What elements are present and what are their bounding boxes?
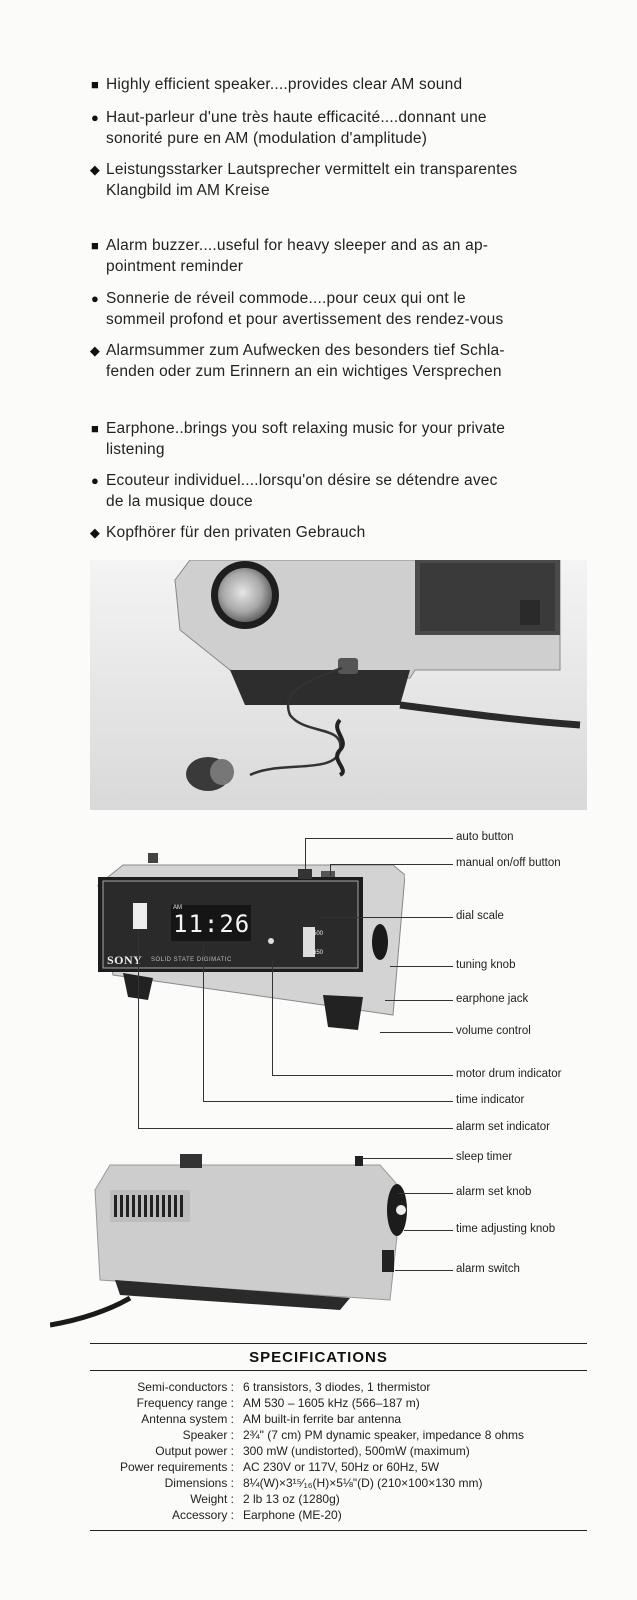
- spec-value: 2¾" (7 cm) PM dynamic speaker, impedance…: [243, 1428, 525, 1442]
- spec-label: Output power :: [155, 1444, 234, 1458]
- callout-time-adjusting-knob: time adjusting knob: [456, 1223, 556, 1235]
- dial-scale-top: 500: [313, 931, 324, 937]
- feature-text: Alarmsummer zum Aufwecken des besonders …: [106, 342, 505, 359]
- square-bullet-icon: ■: [90, 77, 100, 92]
- callout-dial-scale: dial scale: [456, 910, 504, 922]
- spec-label: Weight :: [190, 1492, 234, 1506]
- clock-radio-rear-photo: [50, 1150, 415, 1340]
- spec-value: AC 230V or 117V, 50Hz or 60Hz, 5W: [243, 1460, 440, 1474]
- am-label: AM: [173, 905, 182, 911]
- spec-label: Antenna system :: [141, 1412, 234, 1426]
- spec-bottom-rule: [90, 1530, 587, 1531]
- clock-radio-front-photo: SONY SOLID STATE DIGIMATIC AM 11:26 500 …: [93, 845, 405, 1045]
- clock-radio-rear-illustration: [50, 1150, 415, 1340]
- circle-bullet-icon: ●: [90, 473, 100, 488]
- diamond-bullet-icon: ◆: [89, 343, 101, 358]
- callout-alarm-set-indicator: alarm set indicator: [456, 1121, 550, 1133]
- feature-text: Klangbild im AM Kreise: [106, 182, 270, 199]
- spec-label: Semi-conductors :: [137, 1380, 234, 1394]
- diamond-bullet-icon: ◆: [89, 162, 101, 177]
- callout-auto-button: auto button: [456, 831, 514, 843]
- earphone-photo-illustration: [90, 560, 587, 810]
- spec-value: 300 mW (undistorted), 500mW (maximum): [243, 1444, 470, 1458]
- spec-value: AM built-in ferrite bar antenna: [243, 1412, 402, 1426]
- feature-text: listening: [106, 441, 165, 458]
- spec-title: SPECIFICATIONS: [249, 1349, 388, 1366]
- spec-label: Speaker :: [182, 1428, 234, 1442]
- circle-bullet-icon: ●: [90, 291, 100, 306]
- dial-scale-bottom: 650: [313, 950, 324, 956]
- earphone-photo: [90, 560, 587, 810]
- callout-volume-control: volume control: [456, 1025, 531, 1037]
- model-text: SOLID STATE DIGIMATIC: [151, 957, 232, 963]
- callout-manual-button: manual on/off button: [456, 857, 561, 869]
- circle-bullet-icon: ●: [90, 110, 100, 125]
- time-display: 11:26: [173, 910, 251, 938]
- callout-alarm-switch: alarm switch: [456, 1263, 520, 1275]
- feature-text: Haut-parleur d'une très haute efficacité…: [106, 109, 487, 126]
- callout-alarm-set-knob: alarm set knob: [456, 1186, 532, 1198]
- feature-text: Kopfhörer für den privaten Gebrauch: [106, 524, 366, 541]
- spec-value: 6 transistors, 3 diodes, 1 thermistor: [243, 1380, 431, 1394]
- callout-time-indicator: time indicator: [456, 1094, 525, 1106]
- feature-text: Sonnerie de réveil commode....pour ceux …: [106, 290, 466, 307]
- callout-tuning-knob: tuning knob: [456, 959, 516, 971]
- clock-radio-front-illustration: [93, 845, 405, 1045]
- spec-value: AM 530 – 1605 kHz (566–187 m): [243, 1396, 420, 1410]
- feature-text: Alarm buzzer....useful for heavy sleeper…: [106, 237, 489, 254]
- feature-text: Earphone..brings you soft relaxing music…: [106, 420, 506, 437]
- feature-text: Leistungsstarker Lautsprecher vermittelt…: [106, 161, 518, 178]
- feature-text: Ecouteur individuel....lorsqu'on désire …: [106, 472, 498, 489]
- feature-text: sonorité pure en AM (modulation d'amplit…: [106, 130, 428, 147]
- spec-title-rule: [90, 1370, 587, 1371]
- diamond-bullet-icon: ◆: [89, 525, 101, 540]
- spec-label: Accessory :: [171, 1508, 234, 1522]
- square-bullet-icon: ■: [90, 238, 100, 253]
- square-bullet-icon: ■: [90, 421, 100, 436]
- spec-value: Earphone (ME-20): [243, 1508, 342, 1522]
- feature-text: fenden oder zum Erinnern an ein wichtige…: [106, 363, 502, 380]
- spec-value: 8¼(W)×3¹⁵⁄₁₆(H)×5⅛"(D) (210×100×130 mm): [243, 1476, 483, 1490]
- spec-value: 2 lb 13 oz (1280g): [243, 1492, 340, 1506]
- spec-top-rule: [90, 1343, 587, 1344]
- feature-text: Highly efficient speaker....provides cle…: [106, 76, 463, 93]
- callout-earphone-jack: earphone jack: [456, 993, 529, 1005]
- callout-sleep-timer: sleep timer: [456, 1151, 513, 1163]
- spec-label: Dimensions :: [164, 1476, 234, 1490]
- spec-label: Power requirements :: [119, 1460, 234, 1474]
- brand-logo: SONY: [107, 953, 143, 967]
- callout-motor-drum-indicator: motor drum indicator: [456, 1068, 562, 1080]
- feature-text: de la musique douce: [106, 493, 253, 510]
- feature-text: pointment reminder: [106, 258, 244, 275]
- feature-text: sommeil profond et pour avertissement de…: [106, 311, 504, 328]
- spec-label: Frequency range :: [136, 1396, 234, 1410]
